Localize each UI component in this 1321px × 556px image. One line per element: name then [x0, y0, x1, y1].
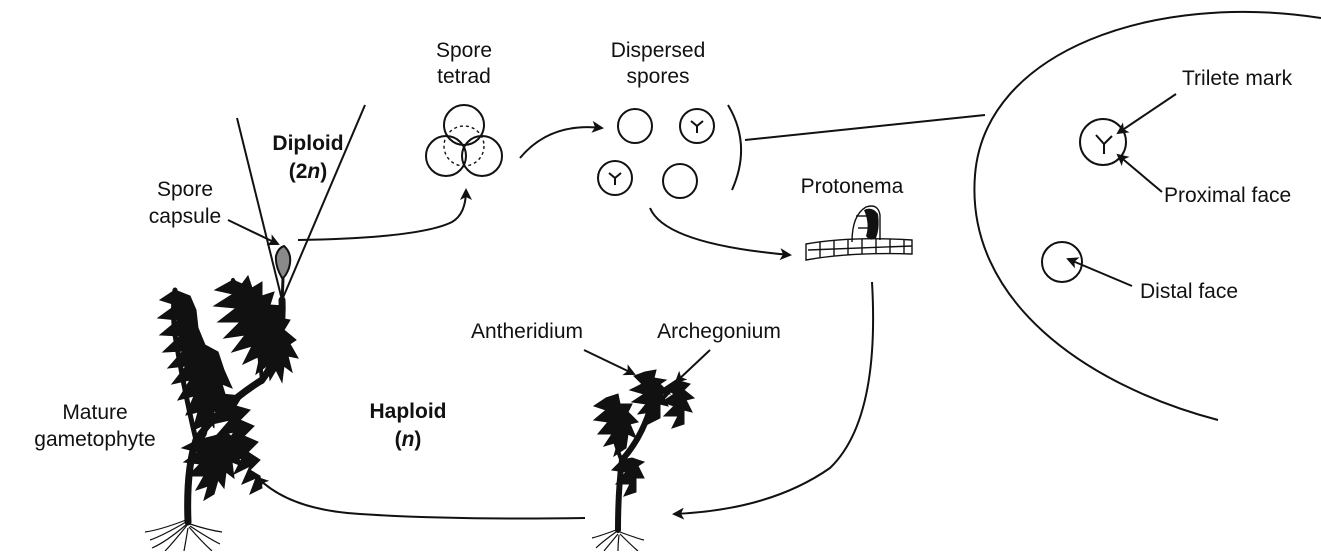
- spore-tetrad-label-line2: tetrad: [437, 65, 491, 88]
- tetrad-top-spore: [444, 105, 484, 145]
- trilete-mark-icon: [1096, 135, 1112, 154]
- mature-gametophyte-label-line2: gametophyte: [34, 428, 155, 451]
- distal-face-arrow: [1068, 259, 1132, 286]
- mature-gametophyte-label-line1: Mature: [62, 401, 127, 424]
- diploid-region: Diploid (2n) Spore capsule: [149, 105, 365, 305]
- young-to-mature-arrow: [258, 478, 585, 519]
- trilete-mark-icon: [691, 121, 703, 133]
- spore-capsule: [276, 246, 290, 278]
- dispersed-spores: Dispersed spores: [598, 39, 741, 198]
- moss-leaves: [158, 276, 298, 500]
- trilete-mark-icon: [609, 173, 621, 185]
- capsule-to-tetrad-arrow: [298, 190, 466, 240]
- protonema-label: Protonema: [801, 175, 904, 198]
- spore-capsule-arrow: [228, 220, 278, 244]
- antheridium-arrow: [584, 350, 634, 374]
- zoom-connector-line: [745, 115, 985, 140]
- trilete-mark-arrow: [1118, 94, 1176, 133]
- spore-capsule-label-line2: capsule: [149, 205, 221, 228]
- dispersed-spores-label-line1: Dispersed: [611, 39, 706, 62]
- moss-leaves: [594, 370, 694, 496]
- spore-tetrad-label-line1: Spore: [436, 39, 492, 62]
- dispersed-spores-label-line2: spores: [626, 65, 689, 88]
- diploid-ploidy: (2n): [289, 160, 328, 183]
- dispersed-spore-4: [663, 164, 697, 198]
- young-gametophyte: [592, 370, 694, 551]
- protonema-to-gametophyte-arrow: [674, 282, 873, 514]
- spore-detail-panel: Trilete mark Proximal face Distal face: [974, 12, 1321, 420]
- tetrad-left-spore: [426, 136, 466, 176]
- proximal-face-arrow: [1118, 155, 1162, 192]
- antheridium-label: Antheridium: [471, 320, 583, 343]
- rhizoids: [145, 520, 222, 551]
- dispersed-spore-1: [618, 109, 652, 143]
- haploid-label: Haploid: [370, 400, 447, 423]
- trilete-mark-label: Trilete mark: [1182, 67, 1293, 90]
- spores-bracket: [728, 105, 741, 190]
- spores-to-protonema-arrow: [650, 208, 790, 255]
- archegonium-label: Archegonium: [657, 320, 781, 343]
- tetrad-right-spore: [462, 136, 502, 176]
- rhizoids: [592, 530, 644, 551]
- distal-face-label: Distal face: [1140, 280, 1238, 303]
- protonema: Protonema: [801, 175, 912, 260]
- mature-gametophyte: [145, 276, 298, 551]
- protonema-bud-tip: [864, 209, 879, 240]
- spore-capsule-label-line1: Spore: [157, 178, 213, 201]
- proximal-face-label: Proximal face: [1164, 184, 1291, 207]
- spore-tetrad: Spore tetrad: [426, 39, 502, 176]
- tetrad-to-spores-arrow: [520, 127, 602, 158]
- diploid-label: Diploid: [272, 132, 343, 155]
- haploid-ploidy: (n): [395, 428, 422, 451]
- archegonium-arrow: [676, 350, 710, 382]
